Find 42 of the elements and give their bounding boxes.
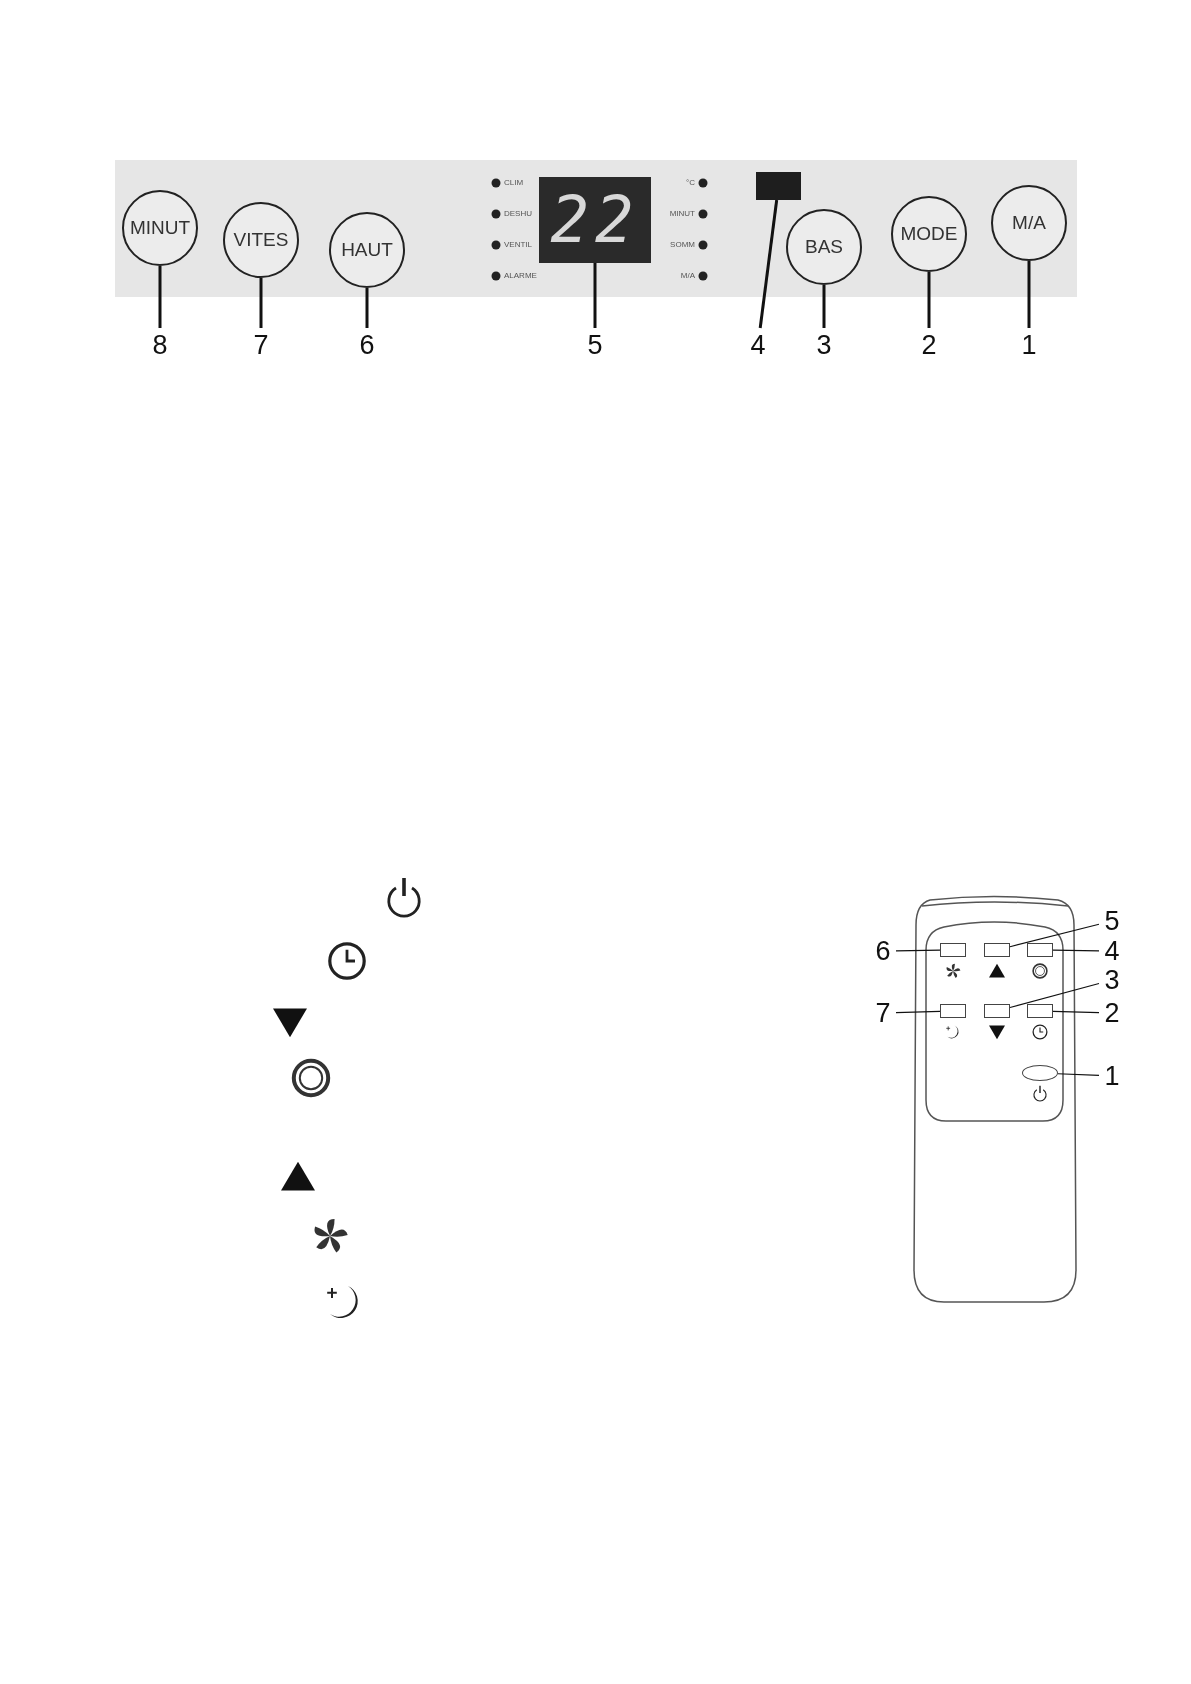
callout-number: 2 <box>1099 996 1125 1030</box>
indicator-label: MINUT <box>669 209 695 218</box>
leader-line <box>593 263 597 328</box>
leader-line <box>259 278 263 328</box>
callout-number: 4 <box>744 328 772 362</box>
callout-number: 1 <box>1015 328 1043 362</box>
sensor-window <box>756 172 801 200</box>
callout-number: 8 <box>146 328 174 362</box>
leader-line <box>822 285 826 328</box>
leader-line <box>758 199 779 329</box>
indicator-label: M/A <box>680 271 695 280</box>
callout-number: 7 <box>870 996 896 1030</box>
leader-line <box>365 288 369 328</box>
remote-button <box>1027 1004 1053 1018</box>
power-button <box>1022 1065 1058 1081</box>
remote-button <box>940 943 966 957</box>
leader-line <box>1057 1073 1100 1077</box>
indicator-label: °C <box>686 178 695 187</box>
leader-line <box>1027 261 1031 328</box>
leader-line <box>1009 923 1100 948</box>
remote-button <box>984 1004 1010 1018</box>
leader-line <box>927 272 931 328</box>
leader-line <box>1009 982 1100 1009</box>
indicator-label: ALARME <box>504 271 537 280</box>
led-display: 22 <box>539 177 651 263</box>
remote-button <box>984 943 1010 957</box>
callout-number: 2 <box>915 328 943 362</box>
callout-number: 5 <box>581 328 609 362</box>
leader-line <box>895 949 941 952</box>
callout-number: 7 <box>247 328 275 362</box>
remote-button <box>940 1004 966 1018</box>
leader-line <box>1052 1010 1100 1014</box>
leader-line <box>895 1010 941 1014</box>
remote-button <box>1027 943 1053 957</box>
callout-number: 1 <box>1099 1059 1125 1093</box>
leader-line <box>1052 949 1100 952</box>
indicator-label: SOMM <box>670 240 695 249</box>
callout-number: 6 <box>870 934 896 968</box>
indicator-label: CLIM <box>504 178 524 187</box>
callout-number: 6 <box>353 328 381 362</box>
callout-number: 3 <box>810 328 838 362</box>
leader-line <box>158 266 162 328</box>
